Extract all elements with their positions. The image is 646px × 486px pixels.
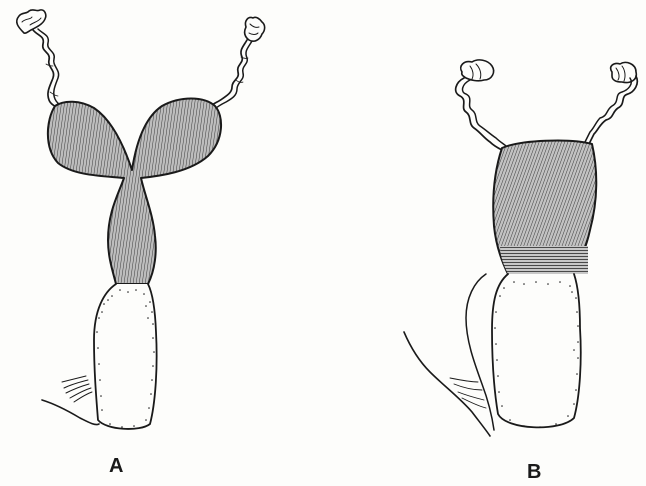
left-fimbria-a [17, 10, 46, 33]
cervix-a [94, 284, 157, 429]
vaginal-wall-b [404, 332, 490, 436]
panel-label-b: B [527, 462, 541, 482]
left-fimbria-b [461, 60, 494, 81]
panel-label-a: A [109, 456, 123, 476]
panel-b-drawing [404, 60, 637, 436]
panel-a-drawing [17, 10, 265, 429]
right-fimbria-a [245, 17, 265, 41]
right-fimbria-b [611, 62, 637, 82]
septum-line-b [466, 274, 494, 430]
right-tube-a [211, 40, 247, 106]
left-tube-a [33, 30, 58, 112]
vaginal-wall-a [42, 400, 99, 425]
uterine-horns-a [48, 99, 221, 285]
cervix-b [492, 274, 581, 427]
